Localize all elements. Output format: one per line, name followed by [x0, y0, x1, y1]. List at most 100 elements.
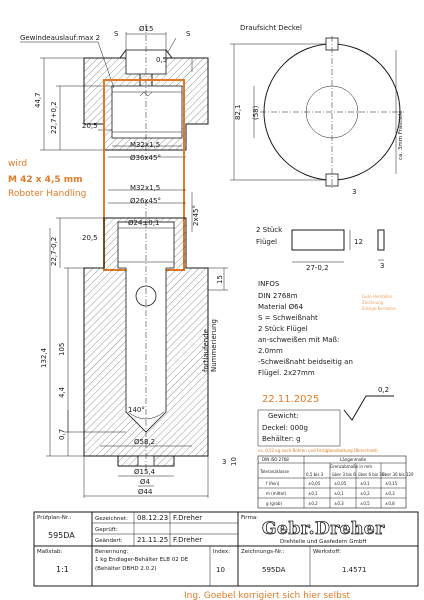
dim-4-4: 4,4 [58, 386, 66, 398]
wing-dim-12: 12 [354, 238, 363, 246]
tol-cls: Toleranzklasse [259, 469, 290, 474]
infos-note-1: Gute Hersteller [362, 294, 393, 299]
lid-section-view [83, 24, 209, 160]
top-view-title: Draufsicht Deckel [240, 24, 302, 32]
wing-dim-27: 27-0,2 [306, 264, 329, 272]
wing-side-rect [377, 229, 385, 251]
tol-col-3: über 30 bis 120 [382, 472, 414, 477]
infos-line-0: DIN 2768m [258, 292, 298, 300]
dim-2x45: 2x45° [192, 205, 200, 226]
tol-r2-c1: ±0,2 [308, 501, 318, 506]
fortlaufende-label: fortlaufende [202, 329, 210, 372]
tol-r1-c0: m (mittel) [266, 491, 286, 496]
dia582-label: Ø58,2 [134, 438, 155, 446]
tol-col-0: 0,5 bis 3 [306, 472, 324, 477]
tol-r1-c1: ±0,1 [308, 491, 318, 496]
roughness-value: 0,2 [378, 386, 389, 394]
dia15-top-label: Ø15 [139, 25, 153, 33]
company-logo: Gebr.Dreher [262, 519, 385, 539]
gezeichnet-date: 08.12.23 [137, 514, 168, 522]
top-dim-3: 3 [352, 188, 356, 196]
weight-deckel: Deckel: 000g [262, 424, 308, 432]
pruefplan-value: 595DA [48, 531, 75, 540]
tol-r0-c3: ±0,1 [360, 481, 370, 486]
dim-20-5-top: 20,5 [82, 122, 98, 130]
dim-10: 10 [230, 457, 238, 466]
top-dim-82-1: 82,1 [234, 104, 242, 120]
tol-r0-c0: f (fein) [266, 481, 280, 486]
dim-15: 15 [216, 275, 224, 284]
thread-runout-label: Gewindeauslauf:max 2 [20, 34, 100, 42]
infos-line-6: -Schweißnaht beidseitig an [258, 358, 353, 366]
wing-part: 2 Stück Flügel 12 27-0,2 3 [256, 226, 385, 272]
date-note: 22.11.2025 [262, 394, 319, 405]
infos-line-5: 2.0mm [258, 347, 283, 355]
tol-r2-c2: ±0,3 [334, 501, 344, 506]
werkstoff-label: Werkstoff: [313, 549, 341, 555]
lid-dimensions: Ø15 0,5 Gewindeauslauf:max 2 S S 44,7 22… [20, 25, 193, 162]
infos-block: INFOS DIN 2768m Material Ø64 S = Schweiß… [258, 280, 397, 377]
tolerance-table: ca. 0,52 kg nach Bohren und Fertigbearbe… [257, 448, 414, 509]
chamfer26-label: Ø26x45° [130, 197, 161, 205]
zeichnung-label: Zeichnungs-Nr.: [241, 549, 285, 555]
wing-dim-3: 3 [380, 262, 384, 270]
dia154-label: Ø15,4 [134, 468, 156, 476]
container-section-view [83, 200, 209, 474]
dim-22-7-bot: 22,7-0,2 [50, 237, 58, 266]
title-block: Prüfplan-Nr.: 595DA Gezeichnet: 08.12.23… [33, 511, 419, 587]
footer-note: Ing. Goebel korrigiert sich hier selbst [184, 591, 351, 600]
m32-bot-label: M32x1,5 [130, 184, 160, 192]
dim-0-7: 0,7 [58, 429, 66, 440]
weight-title: Gewicht: [268, 412, 299, 420]
massstab-label: Maßstab: [37, 549, 62, 555]
nummerierung-label: Nummerierung [210, 319, 218, 372]
top-dim-depth: ca. 3mm Frästiefe [398, 110, 404, 160]
annotation-line2: M 42 x 4,5 mm [8, 175, 83, 185]
geaendert-name: F.Dreher [173, 536, 202, 544]
tol-r1-c3: ±0,2 [360, 491, 370, 496]
weight-behaelter: Behälter: g [262, 435, 301, 443]
wing-title-1: 2 Stück [256, 226, 283, 234]
m32-top-label: M32x1,5 [130, 141, 160, 149]
annotation-line1: wird [8, 159, 27, 169]
pruefplan-label: Prüfplan-Nr.: [37, 515, 71, 521]
container-dimensions: M32x1,5 Ø26x45° Ø24±0,1 22,7-0,2 20,5 2x… [40, 184, 238, 498]
infos-note-2: Zeichnung [362, 300, 384, 305]
benennung-line2: (Behälter DBHD 2.0.2) [95, 566, 157, 572]
dia24-label: Ø24±0,1 [128, 219, 159, 227]
infos-line-1: Material Ø64 [258, 303, 304, 311]
top-view-lid: Draufsicht Deckel 82,1 (58) ca. 3mm Fräs… [230, 24, 404, 196]
infos-line-2: S = Schweißnaht [258, 314, 318, 322]
tol-r0-c2: ±0,05 [334, 481, 347, 486]
roughness-symbol: 0,2 [343, 386, 394, 421]
chamfer36-label: Ø36x45° [130, 154, 161, 162]
tol-note: ca. 0,52 kg nach Bohren und Fertigbearbe… [258, 448, 378, 453]
tol-col-2: über 6 bis 30 [358, 472, 385, 477]
index-label: Index: [213, 549, 230, 555]
weld-s-left: S [114, 30, 119, 38]
gezeichnet-label: Gezeichnet: [95, 516, 128, 522]
zeichnung-value: 595DA [262, 566, 286, 574]
top-dim-58: (58) [252, 105, 260, 120]
index-value: 10 [216, 566, 225, 574]
dia44-label: Ø44 [138, 488, 153, 496]
tol-len: Längenmaße [340, 457, 367, 462]
tol-range: Grenzabmaße in mm [330, 464, 372, 469]
dim-44-7: 44,7 [34, 92, 42, 108]
angle-140: 140° [128, 406, 145, 414]
tol-r0-c1: ±0,05 [308, 481, 321, 486]
infos-line-4: an-schweißen mit Maß: [258, 336, 339, 344]
r05-label: 0,5 [156, 56, 167, 64]
firma-label: Firma: [241, 515, 258, 521]
weight-block: Gewicht: Deckel: 000g Behälter: g [257, 409, 341, 447]
dim-22-7-top: 22,7+0,2 [50, 101, 58, 134]
benennung-label: Benennung: [95, 549, 128, 555]
tol-r2-c3: ±0,5 [360, 501, 370, 506]
infos-line-3: 2 Stück Flügel [258, 325, 308, 333]
dim-20-5-bot: 20,5 [82, 234, 98, 242]
wing-front-rect [291, 229, 345, 251]
werkstoff-value: 1.4571 [342, 566, 367, 574]
wing-title-2: Flügel [256, 238, 277, 246]
tol-col-1: über 3 bis 6 [332, 472, 356, 477]
gezeichnet-name: F.Dreher [173, 514, 202, 522]
